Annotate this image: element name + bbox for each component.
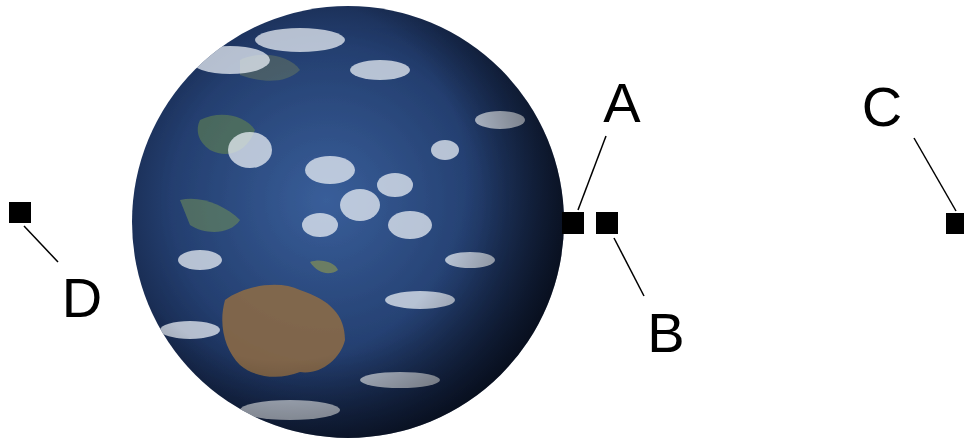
object-c — [946, 213, 964, 234]
leader-line — [24, 226, 58, 262]
earth-shading — [132, 6, 564, 438]
callout-letter: C — [862, 79, 902, 135]
leader-line — [614, 238, 644, 296]
callout-letter: D — [62, 270, 102, 326]
leader-line — [578, 136, 606, 210]
earth-globe — [132, 6, 564, 438]
callout-letter: A — [603, 75, 640, 131]
object-a — [562, 212, 584, 234]
callout-letter: B — [647, 305, 684, 361]
leader-line — [914, 138, 956, 211]
object-d — [9, 202, 31, 223]
object-b — [596, 212, 618, 234]
